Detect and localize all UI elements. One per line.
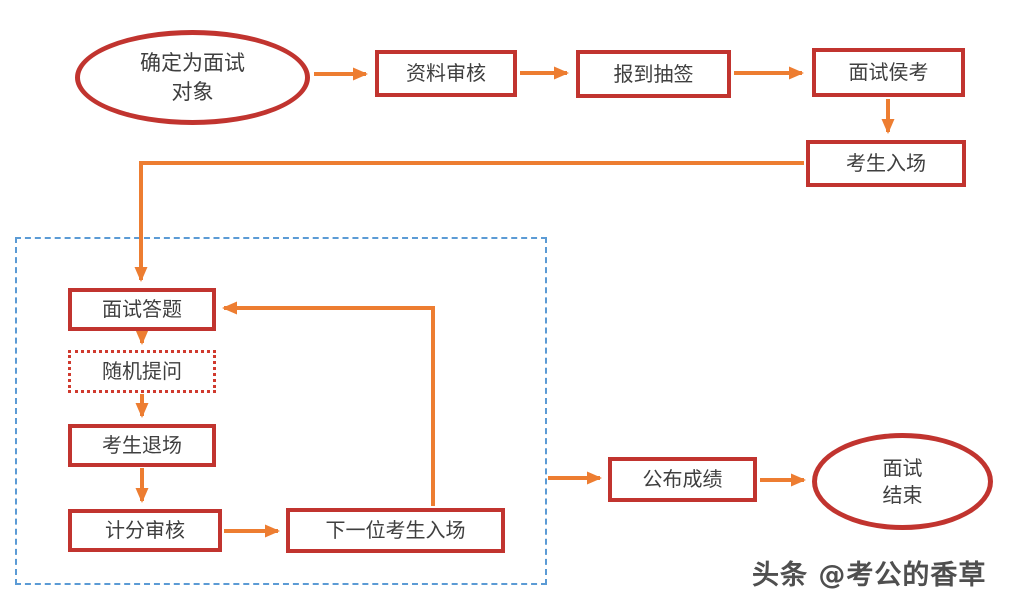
node-interview-answer-label: 面试答题 <box>102 297 182 321</box>
node-random-question-label: 随机提问 <box>102 359 182 383</box>
node-interview-answer: 面试答题 <box>68 288 216 331</box>
node-next-candidate-label: 下一位考生入场 <box>325 518 466 542</box>
node-end-label: 面试 结束 <box>882 455 923 507</box>
node-end: 面试 结束 <box>812 433 993 530</box>
node-interview-wait: 面试侯考 <box>812 48 965 97</box>
interview-loop-dashed-region <box>15 237 547 585</box>
node-next-candidate: 下一位考生入场 <box>286 508 505 553</box>
node-doc-review-label: 资料审核 <box>406 61 486 85</box>
node-checkin-draw-label: 报到抽签 <box>613 61 694 86</box>
node-score-review: 计分审核 <box>68 509 222 552</box>
node-score-review-label: 计分审核 <box>105 518 185 542</box>
node-candidate-enter: 考生入场 <box>806 140 966 187</box>
node-announce-results-label: 公布成绩 <box>642 467 723 491</box>
node-candidate-exit-label: 考生退场 <box>102 433 182 457</box>
node-checkin-draw: 报到抽签 <box>576 50 731 98</box>
node-announce-results: 公布成绩 <box>608 457 757 502</box>
watermark-text: 头条 @考公的香草 <box>752 560 987 591</box>
node-start: 确定为面试 对象 <box>75 30 310 125</box>
node-random-question: 随机提问 <box>68 350 216 393</box>
node-candidate-exit: 考生退场 <box>68 424 216 467</box>
node-candidate-enter-label: 考生入场 <box>846 151 926 175</box>
node-start-label: 确定为面试 对象 <box>140 51 245 104</box>
node-doc-review: 资料审核 <box>375 50 517 97</box>
node-interview-wait-label: 面试侯考 <box>848 60 929 84</box>
arrow-next-loop-to-answer <box>222 301 435 506</box>
arrow-enter-to-answer <box>134 161 804 282</box>
